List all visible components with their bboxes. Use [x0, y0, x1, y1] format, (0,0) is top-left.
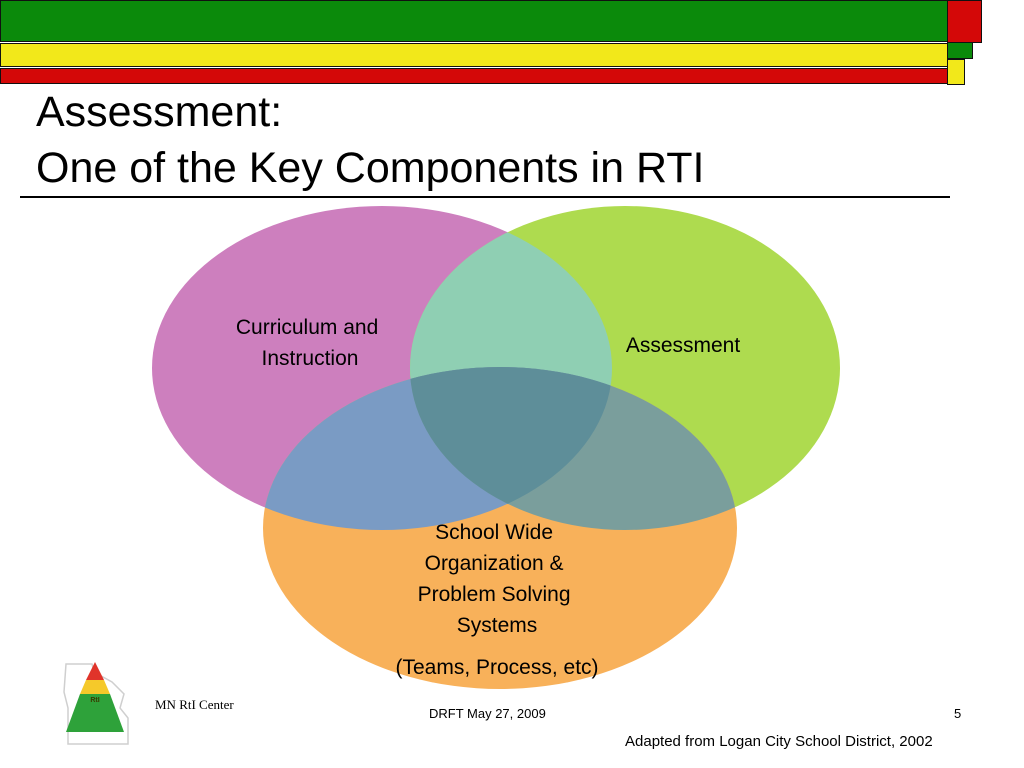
header-green-square: [947, 42, 973, 59]
slide-title-line-2: One of the Key Components in RTI: [36, 144, 705, 192]
header-yellow-bar: [0, 43, 950, 67]
school-wide-subtitle: (Teams, Process, etc): [395, 656, 598, 679]
footer-page-number: 5: [954, 706, 962, 721]
title-underline: [20, 196, 950, 198]
footer-draft-date: DRFT May 27, 2009: [429, 706, 546, 721]
slide-title-line-1: Assessment:: [36, 88, 283, 136]
header-yellow-square: [947, 59, 965, 85]
slide-title: Assessment: One of the Key Components in…: [36, 84, 704, 196]
pyramid-top-icon: [86, 662, 104, 680]
header-green-bar: [0, 0, 950, 42]
footer-credit: Adapted from Logan City School District,…: [625, 733, 933, 750]
header-red-square: [947, 0, 982, 43]
school-wide-label: School Wide Organization & Problem Solvi…: [418, 521, 577, 637]
curriculum-label: Curriculum and Instruction: [236, 316, 384, 370]
logo-text: RtI: [90, 697, 99, 704]
pyramid-middle-icon: [80, 680, 110, 694]
mn-rti-logo: RtI: [63, 662, 129, 745]
pyramid-bottom-icon: [66, 694, 124, 732]
assessment-label: Assessment: [626, 334, 741, 357]
footer-organization: MN RtI Center: [155, 697, 234, 712]
